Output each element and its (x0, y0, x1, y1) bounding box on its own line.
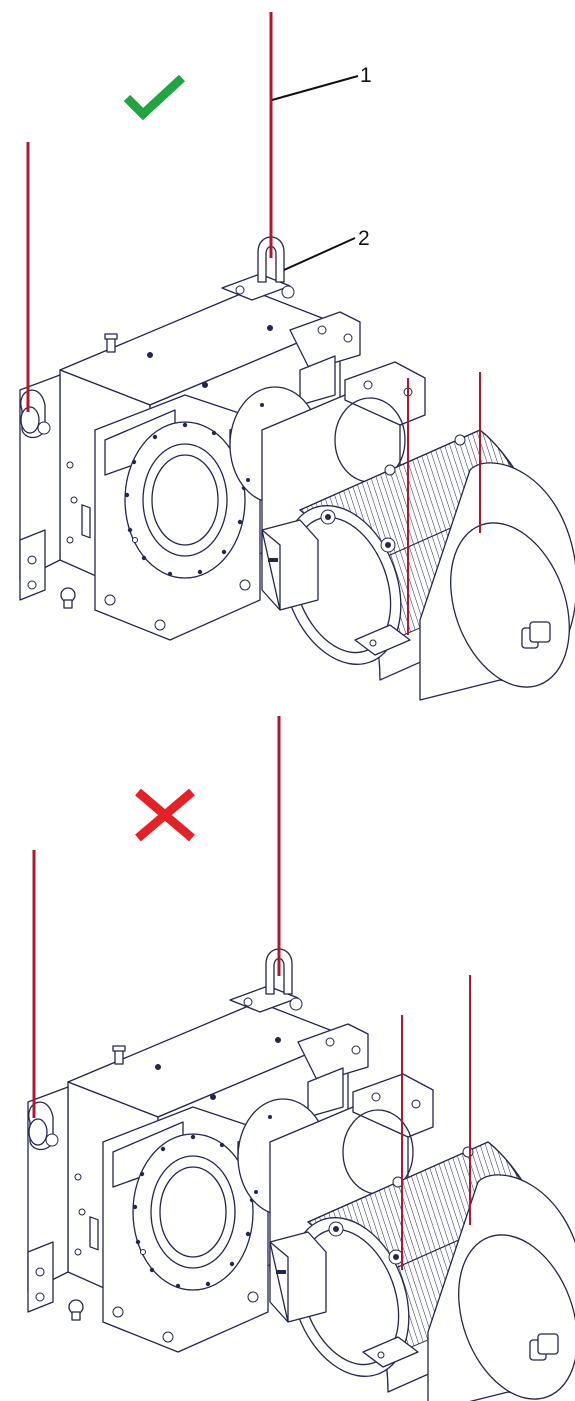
cross-mark-icon (135, 788, 195, 842)
gearbox-assembly-top (19, 236, 575, 705)
check-mark-icon (123, 74, 186, 121)
callout-2-label: 2 (358, 227, 370, 250)
correct-lifting-example: 1 2 (19, 12, 575, 705)
callout-1-label: 1 (360, 64, 372, 87)
callout-rope: 1 (271, 64, 372, 101)
callout-shackle: 2 (283, 227, 370, 271)
lifting-ropes-bottom (32, 716, 471, 1270)
lifting-ropes-top (26, 12, 481, 635)
incorrect-lifting-example (27, 716, 575, 1401)
gearbox-assembly-bottom (27, 948, 575, 1401)
